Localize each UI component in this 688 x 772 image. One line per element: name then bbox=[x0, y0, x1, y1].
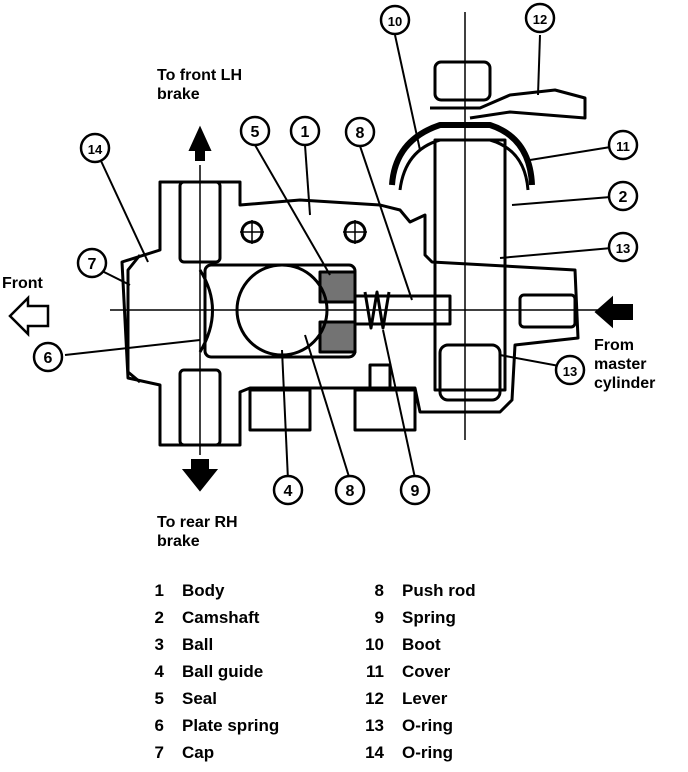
legend-number: 13 bbox=[365, 716, 384, 735]
legend-number: 5 bbox=[154, 689, 164, 708]
seal bbox=[318, 270, 357, 304]
mount-foot-left bbox=[248, 388, 312, 432]
callout-2: 2 bbox=[607, 180, 639, 212]
callout-number: 4 bbox=[284, 483, 293, 500]
callout-10: 10 bbox=[379, 4, 411, 36]
callout-number: 1 bbox=[301, 124, 310, 141]
legend-number: 1 bbox=[154, 581, 164, 600]
callout-5: 5 bbox=[239, 115, 271, 147]
callout-number: 8 bbox=[356, 125, 365, 142]
legend-number: 11 bbox=[366, 662, 384, 681]
callout-number: 9 bbox=[411, 483, 420, 500]
spring bbox=[363, 290, 391, 330]
callout-number: 6 bbox=[44, 350, 53, 367]
callout-number: 13 bbox=[616, 241, 630, 256]
callout-14: 14 bbox=[79, 132, 111, 164]
callout-number: 12 bbox=[533, 12, 547, 27]
callout-13: 13 bbox=[607, 231, 639, 263]
callout-number: 13 bbox=[563, 364, 577, 379]
legend-number: 6 bbox=[154, 716, 164, 735]
legend-number: 10 bbox=[365, 635, 384, 654]
callout-7: 7 bbox=[76, 247, 108, 279]
legend-number: 9 bbox=[374, 608, 384, 627]
legend-label: O-ring bbox=[402, 716, 453, 735]
lever bbox=[430, 88, 587, 120]
callout-13: 13 bbox=[554, 354, 586, 386]
cap bbox=[126, 254, 142, 384]
callout-4: 4 bbox=[272, 474, 304, 506]
legend-label: Push rod bbox=[402, 581, 476, 600]
legend-label: Plate spring bbox=[182, 716, 280, 735]
callout-number: 2 bbox=[619, 189, 628, 206]
callout-number: 8 bbox=[346, 483, 355, 500]
mount-foot-right bbox=[353, 388, 417, 432]
legend-number: 2 bbox=[154, 608, 164, 627]
callout-number: 7 bbox=[88, 256, 97, 273]
arrow-left-front-icon bbox=[8, 294, 50, 338]
legend-label: Seal bbox=[182, 689, 217, 708]
callout-number: 11 bbox=[616, 139, 630, 154]
callout-12: 12 bbox=[524, 2, 556, 34]
valve-body bbox=[120, 180, 580, 447]
callout-number: 5 bbox=[251, 124, 260, 141]
legend-label: Ball bbox=[182, 635, 214, 654]
legend-number: 14 bbox=[365, 743, 384, 762]
legend-number: 12 bbox=[365, 689, 384, 708]
callout-number: 14 bbox=[88, 142, 103, 157]
arrow-up-icon bbox=[188, 125, 212, 161]
arrow-down-icon bbox=[181, 459, 219, 492]
legend-number: 4 bbox=[154, 662, 164, 681]
callout-6: 6 bbox=[32, 341, 64, 373]
arrow-left-inlet-icon bbox=[594, 295, 633, 329]
legend-number: 7 bbox=[154, 743, 164, 762]
callout-8: 8 bbox=[334, 474, 366, 506]
callout-number: 10 bbox=[388, 14, 402, 29]
top-nut bbox=[433, 60, 492, 102]
legend-label: O-ring bbox=[402, 743, 453, 762]
legend-number: 8 bbox=[374, 581, 384, 600]
legend-label: Ball guide bbox=[182, 662, 264, 681]
legend-label: Cap bbox=[182, 743, 215, 762]
legend-number: 3 bbox=[154, 635, 164, 654]
label-from-master: From master cylinder bbox=[594, 337, 656, 392]
callout-1: 1 bbox=[289, 115, 321, 147]
legend-label: Cover bbox=[402, 662, 451, 681]
label-front: Front bbox=[2, 275, 43, 292]
inlet-fitting bbox=[518, 293, 577, 329]
legend-label: Boot bbox=[402, 635, 441, 654]
cam-lower bbox=[438, 343, 502, 402]
legend-label: Lever bbox=[402, 689, 448, 708]
legend-label: Camshaft bbox=[182, 608, 260, 627]
seal-lower bbox=[318, 320, 357, 354]
mount-tab bbox=[368, 363, 392, 392]
callout-11: 11 bbox=[607, 129, 639, 161]
legend-label: Spring bbox=[402, 608, 456, 627]
callout-9: 9 bbox=[399, 474, 431, 506]
legend-label: Body bbox=[182, 581, 225, 600]
callout-8: 8 bbox=[344, 116, 376, 148]
